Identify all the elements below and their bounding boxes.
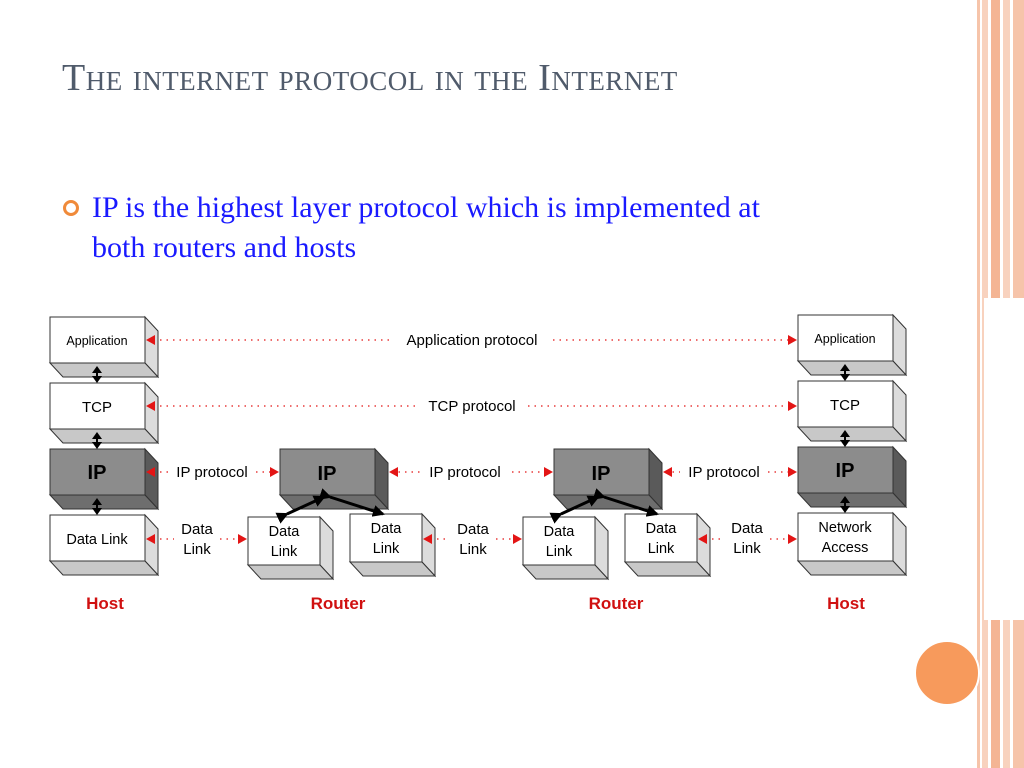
dl3-line1: Data [731, 520, 763, 537]
router2-datalink-b-line1: Data [646, 521, 678, 537]
left-host-ip-label: IP [88, 462, 107, 484]
right-host-tcp-label: TCP [830, 397, 860, 414]
router2-ip-link-a-arrow [549, 495, 600, 524]
tcp-protocol-arrow-right [788, 401, 797, 411]
router2-datalink-a-box [521, 515, 610, 581]
bullet-text: IP is the highest layer protocol which i… [92, 191, 760, 264]
left-host-datalink-box [48, 513, 160, 577]
dl1-line2: Link [183, 541, 211, 558]
right-host-ip-box [796, 445, 908, 509]
left-host-ip-box [48, 447, 160, 511]
right-host-label: Host [827, 594, 865, 613]
router2-datalink-a-line1: Data [544, 524, 576, 540]
left-host-label: Host [86, 594, 124, 613]
ip2-label: IP protocol [429, 464, 500, 481]
dl1-arrow-right [238, 534, 247, 544]
app-protocol-arrow-left [146, 335, 155, 345]
left-host-datalink-label: Data Link [66, 532, 128, 548]
right-host-tcp-ip-arrow [840, 430, 850, 447]
ip3-label: IP protocol [688, 464, 759, 481]
router2-ip-link-b-arrow [592, 488, 659, 517]
dl2-line2: Link [459, 541, 487, 558]
right-host-app-tcp-arrow [840, 364, 850, 381]
right-host-network-access-box [796, 511, 908, 577]
left-host-tcp-box [48, 381, 160, 445]
router1-ip-link-b-arrow [318, 488, 385, 517]
router2-datalink-b-box [623, 512, 712, 578]
right-host-application-label: Application [814, 332, 875, 346]
dl2-arrow-right [513, 534, 522, 544]
app-protocol-label: Application protocol [407, 332, 538, 349]
right-host-application-box [796, 313, 908, 377]
router1-ip-label: IP [318, 463, 337, 485]
app-protocol-arrow-right [788, 335, 797, 345]
bullet-icon [63, 200, 79, 216]
right-host-network-access-line2: Access [822, 540, 869, 556]
router1-datalink-a-line1: Data [269, 524, 301, 540]
dl2-arrow-left [423, 534, 432, 544]
side-panel [984, 298, 1024, 620]
left-host-application-box [48, 315, 160, 379]
decorative-circle [914, 640, 980, 706]
left-host-tcp-ip-arrow [92, 432, 102, 449]
ip1-label: IP protocol [176, 464, 247, 481]
router1-ip-link-a-arrow [275, 495, 326, 524]
ip2-arrow-right [544, 467, 553, 477]
right-host-ip-label: IP [836, 460, 855, 482]
left-host-application-label: Application [66, 334, 127, 348]
ip1-arrow-right [270, 467, 279, 477]
router1-datalink-a-line2: Link [271, 544, 298, 560]
dl2-line1: Data [457, 521, 489, 538]
ip3-arrow-right [788, 467, 797, 477]
router1-datalink-b-line2: Link [373, 541, 400, 557]
ip1-arrow-left [146, 467, 155, 477]
left-host-ip-link-arrow [92, 498, 102, 515]
tcp-protocol-label: TCP protocol [428, 398, 515, 415]
router1-label: Router [311, 594, 366, 613]
left-host-app-tcp-arrow [92, 366, 102, 383]
left-host-tcp-label: TCP [82, 399, 112, 416]
router1-datalink-a-box [246, 515, 335, 581]
dl1-arrow-left [146, 534, 155, 544]
router2-datalink-a-line2: Link [546, 544, 573, 560]
router1-datalink-b-line1: Data [371, 521, 403, 537]
ip2-arrow-left [389, 467, 398, 477]
dl1-line1: Data [181, 521, 213, 538]
dl3-arrow-left [698, 534, 707, 544]
dl3-line2: Link [733, 540, 761, 557]
tcp-protocol-arrow-left [146, 401, 155, 411]
ip3-arrow-left [663, 467, 672, 477]
router2-label: Router [589, 594, 644, 613]
right-host-ip-link-arrow [840, 496, 850, 513]
dl3-arrow-right [788, 534, 797, 544]
router2-datalink-b-line2: Link [648, 541, 675, 557]
right-host-tcp-box [796, 379, 908, 443]
router2-ip-label: IP [592, 463, 611, 485]
right-host-network-access-line1: Network [818, 520, 872, 536]
router1-datalink-b-box [348, 512, 437, 578]
slide-title: The internet protocol in the Internet [62, 57, 678, 99]
